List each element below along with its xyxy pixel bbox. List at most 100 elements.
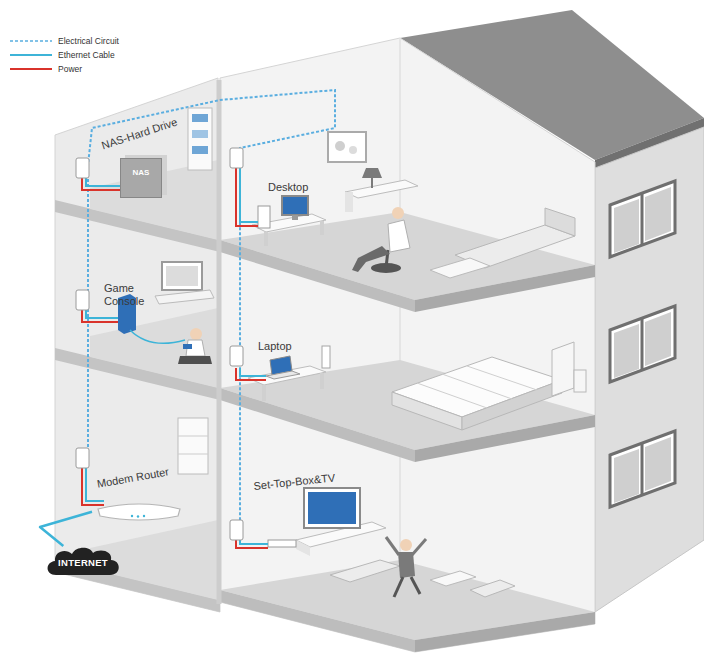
cabinet-shelf [178, 436, 208, 437]
window [610, 306, 675, 382]
nightstand [574, 370, 586, 392]
floor-slab [220, 590, 415, 652]
floor-slab [220, 240, 415, 312]
coffee-table [430, 258, 490, 278]
router-light [137, 515, 139, 517]
window-bar [641, 193, 644, 245]
kid-legs [178, 356, 212, 364]
divider-wall [217, 80, 222, 604]
bed-side [392, 392, 462, 430]
ethernet-line [240, 168, 258, 222]
controller [183, 344, 192, 349]
legend-line [10, 68, 52, 70]
cloud-outline [48, 548, 119, 575]
legend-entry: Electrical Circuit [10, 35, 119, 47]
tv [162, 262, 202, 290]
room-label: Desktop [268, 181, 308, 194]
node-text: Modem Router [96, 465, 170, 489]
powerline-adapter [76, 290, 89, 310]
window-pane [645, 312, 671, 366]
floor-slab [415, 612, 595, 652]
legend-line [10, 40, 52, 42]
power-line [236, 168, 258, 226]
power-line [236, 540, 268, 548]
room-label: Game Console [104, 282, 154, 308]
desk-leg [320, 221, 324, 235]
desk-leg [264, 232, 268, 246]
picture [335, 141, 345, 151]
tv-screen [166, 266, 198, 286]
person-head [392, 207, 404, 219]
headboard [552, 342, 574, 396]
armchair [470, 580, 515, 597]
floor [90, 308, 218, 388]
ethernet-line [240, 368, 266, 376]
person-leg [411, 577, 420, 594]
desk-side [345, 192, 353, 212]
legend-sample [10, 37, 52, 45]
tv [304, 488, 360, 528]
side-wall [595, 127, 704, 612]
books [192, 146, 208, 154]
node-text: INTERNET [58, 557, 108, 568]
room-label: NAS-Hard Drive [100, 116, 179, 153]
quilt-line [467, 366, 537, 390]
power-line [236, 368, 266, 380]
router-light [143, 515, 145, 517]
desk [345, 180, 418, 198]
legend-line [10, 54, 52, 56]
legend-entry: Power [10, 63, 82, 75]
powerline-adapter [230, 346, 243, 366]
person-arm [386, 537, 399, 555]
router-light [131, 515, 133, 517]
cabinet [178, 418, 208, 474]
desk-leg [262, 385, 266, 401]
person-head [400, 539, 412, 551]
legend-entry: Ethernet Cable [10, 49, 115, 61]
kid-head [190, 328, 202, 340]
floor-slab [220, 388, 415, 462]
nas-box: NAS [120, 158, 162, 198]
desk-leg [320, 373, 324, 389]
electrical-circuit [88, 90, 335, 525]
powerline-adapter [76, 158, 89, 178]
window-pane [645, 187, 671, 241]
window [610, 181, 675, 257]
legend: Electrical CircuitEthernet CablePower [10, 35, 150, 95]
legend-sample [10, 65, 52, 73]
window-pane [614, 449, 639, 503]
window-bar [641, 443, 644, 495]
room-label: Set-Top-Box&TV [253, 471, 336, 492]
laptop-base [266, 371, 300, 379]
window-pane [614, 199, 639, 253]
legend-text: Electrical Circuit [58, 36, 119, 46]
sofa-back [545, 208, 575, 236]
tv-stand [155, 290, 214, 304]
picture-frame [328, 132, 366, 162]
controller-cable [130, 330, 185, 343]
node-text: NAS [121, 168, 161, 177]
books [192, 130, 208, 138]
set-top-box [268, 540, 296, 547]
internet-cloud: INTERNET [44, 546, 122, 578]
window [610, 431, 675, 507]
person-shirt [388, 220, 410, 252]
monitor-stand [292, 215, 298, 220]
picture [349, 146, 357, 154]
ethernet-line [86, 176, 120, 186]
ethernet-line [240, 540, 268, 544]
room-label: Laptop [258, 340, 292, 353]
legend-text: Power [58, 64, 82, 74]
books [192, 114, 208, 122]
tv-screen [308, 492, 356, 524]
legend-sample [10, 51, 52, 59]
sofa [330, 560, 400, 582]
bed-side [462, 380, 562, 430]
window-pane [645, 437, 671, 491]
left-back-wall [55, 78, 220, 612]
lamp-shade [362, 168, 382, 178]
person-arm [412, 539, 426, 555]
